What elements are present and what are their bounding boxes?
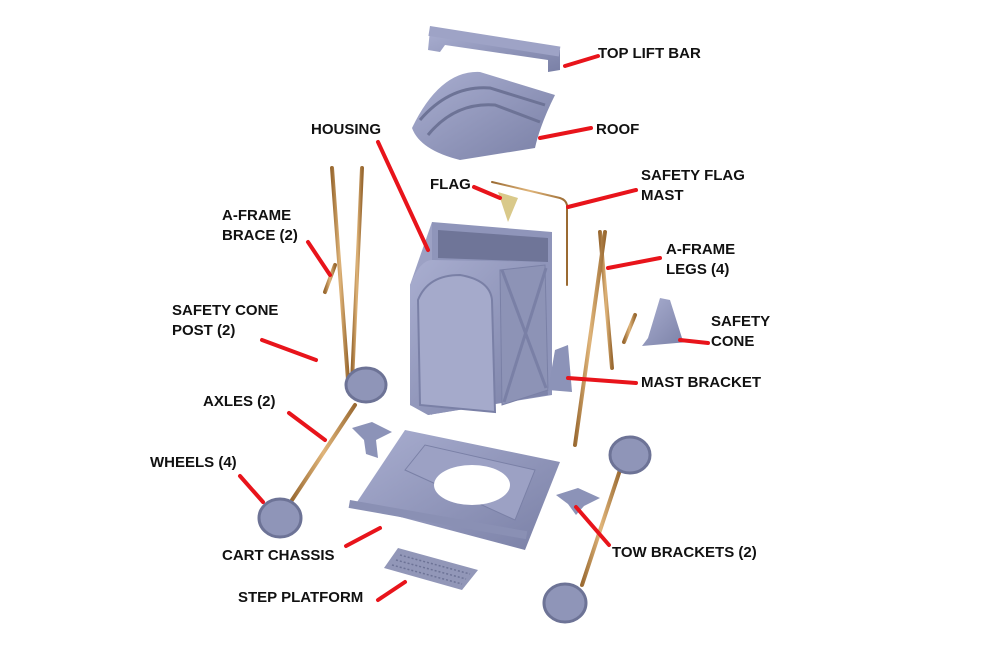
brass-rods (290, 166, 637, 587)
wheel (257, 497, 303, 539)
label-safety-cone: SAFETY CONE (711, 312, 770, 352)
label-mast-bracket: MAST BRACKET (641, 374, 761, 391)
top-lift-bar-part (428, 25, 561, 72)
label-line: SAFETY FLAG (641, 167, 745, 184)
wheel (344, 366, 388, 404)
axle (580, 468, 622, 587)
label-step-platform: STEP PLATFORM (238, 589, 364, 606)
label-tow-brackets: TOW BRACKETS (2) (612, 544, 757, 561)
tow-bracket-part (352, 422, 392, 458)
label-line: CONE (711, 333, 755, 350)
tow-bracket-part (556, 488, 600, 515)
roof-part (412, 71, 555, 160)
label-top-lift-bar: TOP LIFT BAR (598, 45, 701, 62)
label-wheels: WHEELS (4) (150, 454, 237, 471)
housing-part (410, 222, 552, 415)
flag-part (498, 192, 518, 222)
label-line: POST (2) (172, 322, 236, 339)
label-safety-flag-mast: SAFETY FLAG MAST (641, 166, 745, 206)
label-line: SAFETY CONE (172, 302, 279, 319)
a-frame-leg (573, 230, 607, 447)
safety-cone-part (642, 298, 688, 346)
label-a-frame-brace: A-FRAME BRACE (2) (222, 206, 298, 246)
axle (290, 403, 357, 502)
a-frame-brace (323, 263, 337, 294)
label-line: A-FRAME (222, 207, 292, 224)
label-line: MAST (641, 187, 684, 204)
label-safety-cone-post: SAFETY CONE POST (2) (172, 301, 278, 341)
leader-lines (238, 54, 710, 602)
label-line: BRACE (2) (222, 227, 298, 244)
flag-mast (491, 181, 568, 286)
wheel (542, 582, 588, 624)
wheels (257, 366, 652, 624)
label-cart-chassis: CART CHASSIS (222, 547, 335, 564)
label-a-frame-legs: A-FRAME LEGS (4) (666, 240, 735, 280)
label-line: A-FRAME (666, 241, 736, 258)
a-frame-leg (350, 166, 364, 384)
label-line: LEGS (4) (666, 261, 730, 278)
a-frame-brace (622, 313, 637, 344)
step-platform-part (384, 548, 478, 590)
label-roof: ROOF (596, 121, 640, 138)
label-flag: FLAG (430, 176, 471, 193)
wheel (608, 435, 652, 475)
label-axles: AXLES (2) (203, 393, 276, 410)
cart-chassis-part (348, 430, 560, 550)
mast-bracket-part (548, 345, 572, 392)
label-line: SAFETY (711, 313, 771, 330)
label-housing: HOUSING (311, 121, 382, 138)
a-frame-leg (330, 166, 350, 382)
